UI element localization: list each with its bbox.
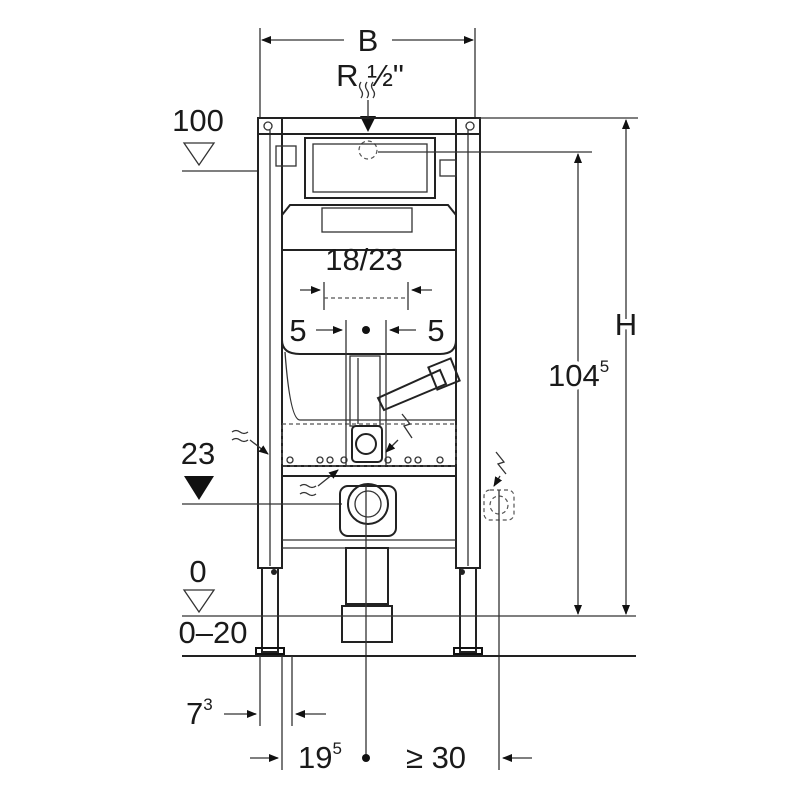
level-drain-label: 23	[181, 436, 215, 471]
frame-height-label: 1045	[548, 357, 609, 393]
connection-label: R ½"	[336, 58, 404, 93]
offset-dimension	[316, 320, 416, 466]
foot-offset-dimension	[224, 656, 326, 726]
installation-frame	[255, 117, 483, 655]
level-top-marker	[182, 142, 258, 172]
frame-height-sup: 5	[600, 357, 609, 376]
cistern	[275, 137, 461, 467]
axis-offset-dimension	[250, 656, 532, 770]
height-label: H	[615, 307, 637, 342]
level-top-label: 100	[172, 103, 224, 138]
electrical-icon	[385, 413, 413, 453]
axis-offset-main: 19	[298, 740, 332, 775]
water-supply-icon	[358, 81, 378, 160]
width-dimension	[259, 28, 476, 118]
foot-offset-label: 73	[186, 695, 213, 731]
axis-offset-sup: 5	[332, 739, 341, 758]
min-clearance-label: ≥ 30	[406, 740, 466, 775]
width-label: B	[358, 23, 379, 58]
drain-outlet	[339, 483, 397, 760]
inner-width-label: 18/23	[325, 242, 403, 277]
socket-icon	[483, 451, 515, 770]
level-drain-marker	[182, 476, 342, 505]
level-floor-marker	[182, 589, 636, 657]
offset-right-label: 5	[427, 313, 444, 348]
foot-offset-main: 7	[186, 696, 203, 731]
axis-offset-label: 195	[298, 739, 342, 775]
offset-left-label: 5	[289, 313, 306, 348]
inner-width-dimension	[300, 282, 432, 310]
level-floor-label: 0	[189, 554, 206, 589]
floor-range-label: 0–20	[179, 615, 248, 650]
wastewater-icon	[231, 429, 339, 497]
frame-height-main: 104	[548, 358, 600, 393]
foot-offset-sup: 3	[203, 695, 212, 714]
height-dimension	[378, 117, 638, 615]
